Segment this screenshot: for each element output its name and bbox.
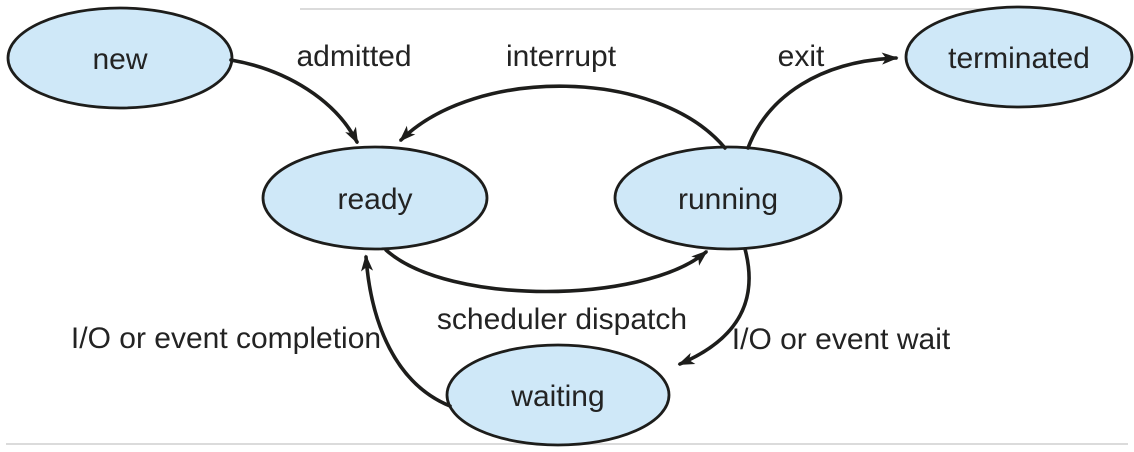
state-label-ready: ready: [337, 183, 412, 216]
state-label-terminated: terminated: [948, 42, 1090, 75]
state-node-terminated: terminated: [904, 5, 1134, 109]
state-ellipse-new: [6, 6, 234, 110]
transition-arrow-io-event-wait: [677, 247, 751, 366]
state-label-new: new: [92, 43, 147, 76]
transition-label-interrupt: interrupt: [506, 40, 617, 73]
state-ellipse-waiting: [445, 343, 671, 447]
state-node-new: new: [6, 6, 234, 110]
transition-label-io-event-wait: I/O or event wait: [732, 323, 951, 356]
transition-arrow-io-event-completion: [361, 254, 452, 408]
state-ellipse-running: [613, 145, 843, 251]
transition-label-admitted: admitted: [296, 40, 411, 73]
transition-arrow-exit: [746, 52, 899, 150]
transition-label-exit: exit: [778, 40, 825, 73]
state-ellipse-ready: [261, 145, 489, 251]
state-node-running: running: [613, 145, 843, 251]
transition-arrow-admitted: [229, 58, 359, 145]
transition-label-scheduler-dispatch: scheduler dispatch: [437, 303, 687, 336]
transition-arrow-scheduler-dispatch: [384, 248, 708, 294]
state-label-waiting: waiting: [510, 380, 604, 413]
transition-arrow-interrupt: [399, 84, 727, 150]
state-node-ready: ready: [261, 145, 489, 251]
state-ellipse-terminated: [904, 5, 1134, 109]
state-node-waiting: waiting: [445, 343, 671, 447]
transition-label-io-event-completion: I/O or event completion: [71, 322, 381, 355]
state-label-running: running: [678, 183, 778, 216]
